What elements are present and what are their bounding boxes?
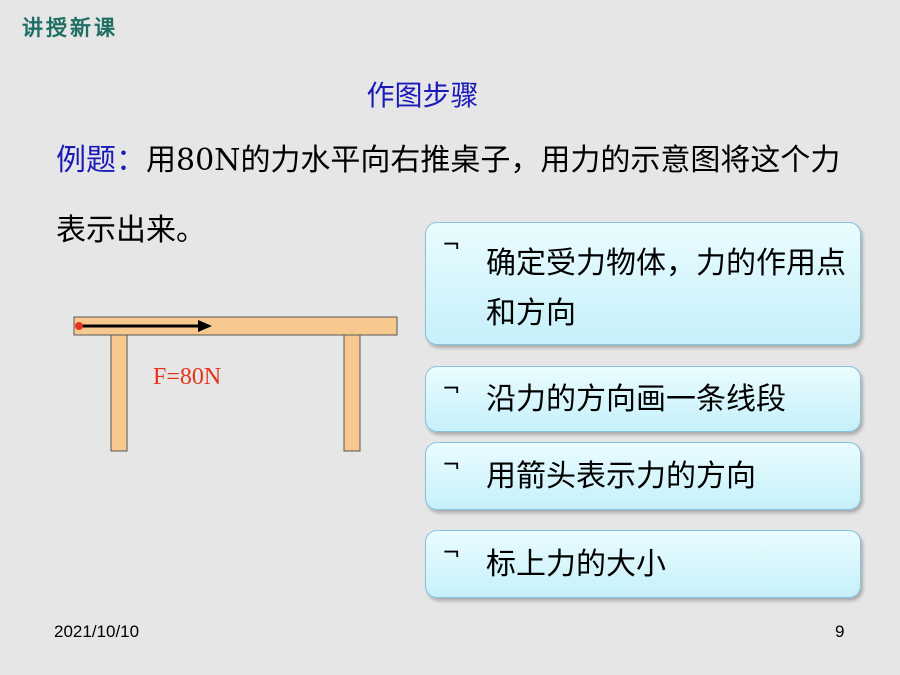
- step-1-bullet-icon: ¬: [442, 233, 461, 258]
- step-2-text: 沿力的方向画一条线段: [486, 382, 786, 417]
- example-part1: 用: [146, 143, 176, 178]
- force-arrow-head: [198, 320, 212, 332]
- example-lead: 例题：: [56, 143, 146, 178]
- table-leg-right: [343, 334, 361, 452]
- step-1-text: 确定受力物体，力的作用点和方向: [486, 246, 846, 331]
- page-number: 9: [835, 622, 845, 641]
- force-label: F=80N: [153, 364, 222, 390]
- example-number: 80N: [176, 143, 241, 178]
- table-leg-left: [110, 334, 128, 452]
- step-box-4: ¬ 标上力的大小: [425, 530, 861, 598]
- example-part2: 的力水平向右推桌子，用力的示意图将这个力表示出来。: [56, 143, 841, 248]
- example-text: 例题：用80N的力水平向右推桌子，用力的示意图将这个力表示出来。: [56, 126, 846, 266]
- step-3-text: 用箭头表示力的方向: [486, 459, 756, 494]
- table-top: [73, 316, 398, 336]
- step-box-3: ¬ 用箭头表示力的方向: [425, 442, 861, 510]
- footer-date: 2021/10/10: [54, 622, 140, 641]
- step-3-bullet-icon: ¬: [442, 453, 461, 478]
- step-2-bullet-icon: ¬: [442, 377, 461, 402]
- step-box-1: ¬ 确定受力物体，力的作用点和方向: [425, 222, 861, 345]
- force-application-point: [75, 322, 83, 330]
- step-box-2: ¬ 沿力的方向画一条线段: [425, 366, 861, 432]
- section-tag: 讲授新课: [22, 16, 118, 40]
- step-4-bullet-icon: ¬: [442, 541, 461, 566]
- step-4-text: 标上力的大小: [486, 547, 666, 582]
- slide-title: 作图步骤: [366, 79, 479, 112]
